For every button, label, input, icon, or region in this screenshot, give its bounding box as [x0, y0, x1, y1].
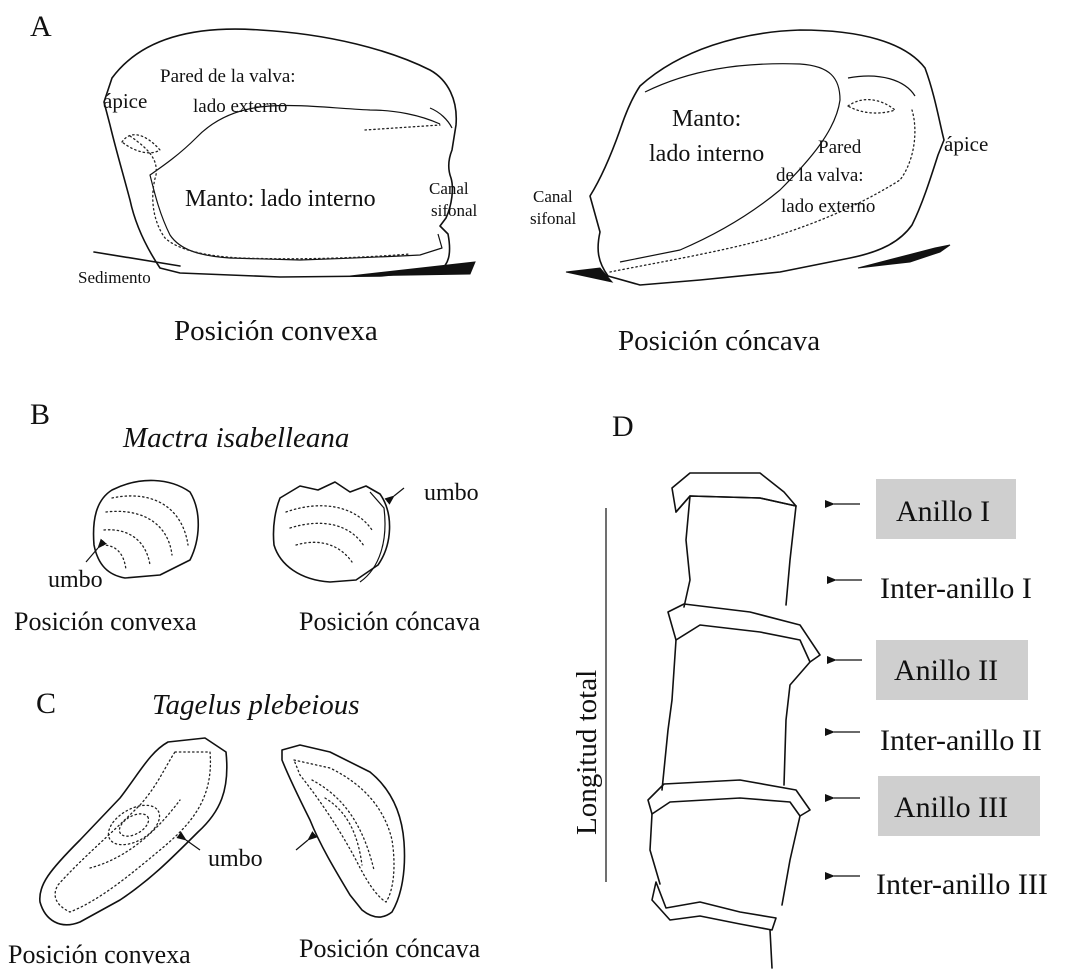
sediment-label: Sedimento [78, 268, 151, 287]
panel-b-caption-convex: Posición convexa [14, 607, 197, 636]
panel-b-letter: B [30, 398, 50, 431]
tagelus-convex-outline [40, 738, 227, 925]
concave-valve-wall-label-3: lado externo [781, 196, 875, 217]
concave-caption: Posición cóncava [618, 325, 820, 357]
mactra-concave-rim [360, 492, 385, 582]
ring-label-1: Anillo I [896, 495, 990, 528]
umbo-arrow-b-right [394, 488, 404, 496]
umbo-label-c: umbo [208, 846, 263, 872]
panel-d-letter: D [612, 410, 634, 443]
concave-siphon-label-2: sifonal [530, 209, 577, 228]
convex-upper-scar [365, 125, 440, 130]
convex-inner-rim [150, 105, 442, 260]
concave-mantle-label-2: lado interno [649, 141, 764, 167]
convex-mantle-label: Manto: lado interno [185, 186, 376, 212]
interring-label-3: Inter-anillo III [876, 868, 1048, 901]
tagelus-concave-outline [282, 745, 405, 917]
mactra-concave-growth-3 [296, 542, 352, 562]
ring-2-band [668, 604, 820, 662]
umbo-label-b-left: umbo [48, 567, 103, 593]
panel-a-letter: A [30, 10, 52, 43]
mactra-convex-growth-3 [104, 530, 150, 565]
ring-1-band [676, 496, 796, 512]
segment-4 [770, 930, 772, 968]
convex-valve-wall-label-2: lado externo [193, 96, 287, 117]
convex-caption: Posición convexa [174, 315, 378, 347]
segment-1-left [684, 496, 690, 607]
panel-b: B Mactra isabelleana umbo Posición conve… [14, 398, 481, 636]
concave-outer-lip [848, 76, 915, 96]
shell-convex-b [86, 480, 198, 578]
interring-label-1: Inter-anillo I [880, 572, 1032, 605]
concave-apex-label: ápice [944, 132, 988, 156]
panel-d: D Longitud total Anillo I [571, 410, 1048, 968]
concave-outer-outline [590, 30, 944, 285]
concave-mantle-label-1: Manto: [672, 106, 741, 132]
sediment-wedge-right [350, 262, 475, 276]
segment-3-left [650, 814, 660, 884]
panel-a: A ápice Pared de la valva: lado externo … [30, 10, 988, 357]
mactra-concave-growth-2 [290, 523, 364, 546]
segment-3-right [782, 816, 800, 905]
tagelus-concave-growth-2 [325, 798, 362, 865]
umbo-arrow-c-right [296, 840, 308, 850]
umbo-label-b-right: umbo [424, 480, 479, 506]
mactra-concave-growth-1 [286, 506, 372, 530]
ring-label-2: Anillo II [894, 654, 998, 687]
shell-concave-b [273, 482, 404, 582]
panel-c-letter: C [36, 687, 56, 720]
segment-1-right [786, 506, 796, 605]
total-length-label: Longitud total [571, 670, 603, 835]
ring-diagram [648, 473, 820, 968]
panel-c-caption-convex: Posición convexa [8, 940, 191, 969]
concave-valve-wall-label-1: Pared [818, 137, 862, 158]
convex-apex-label: ápice [103, 89, 147, 113]
concave-siphon-label-1: Canal [533, 187, 573, 206]
panel-c-caption-concave: Posición cóncava [299, 934, 481, 963]
mactra-concave-outline [273, 482, 389, 582]
shell-concave-c [282, 745, 405, 917]
panel-b-caption-concave: Posición cóncava [299, 607, 481, 636]
convex-siphon-label-1: Canal [429, 179, 469, 198]
ring-1-cap [672, 473, 796, 512]
concave-muscle-scar [848, 100, 895, 113]
sediment-line-left [94, 252, 180, 266]
umbo-arrow-c-left [186, 840, 200, 850]
segment-2-right [784, 662, 810, 785]
convex-valve-wall-label-1: Pared de la valva: [160, 66, 296, 87]
interring-label-2: Inter-anillo II [880, 724, 1042, 757]
panel-c-species: Tagelus plebeious [152, 689, 360, 721]
panel-c: C Tagelus plebeious umbo Posición convex… [8, 687, 481, 969]
convex-outer-lip [430, 108, 452, 128]
mactra-convex-growth-1 [112, 496, 188, 545]
tagelus-convex-scar-outer [102, 797, 166, 853]
tagelus-concave-growth-1 [312, 780, 374, 870]
tagelus-convex-pallial [55, 752, 210, 912]
segment-2-left [662, 640, 676, 790]
panel-b-species: Mactra isabelleana [122, 422, 349, 454]
ring-label-3: Anillo III [894, 791, 1008, 824]
concave-pallial-line [610, 110, 915, 272]
convex-siphon-label-2: sifonal [431, 201, 478, 220]
mactra-convex-growth-4 [102, 545, 126, 570]
concave-valve-wall-label-2: de la valva: [776, 165, 864, 186]
ring-4-band [652, 882, 776, 930]
ring-3-band [648, 780, 810, 816]
sediment-wedge-concave-right [858, 245, 950, 268]
shell-convex-c [40, 738, 227, 925]
